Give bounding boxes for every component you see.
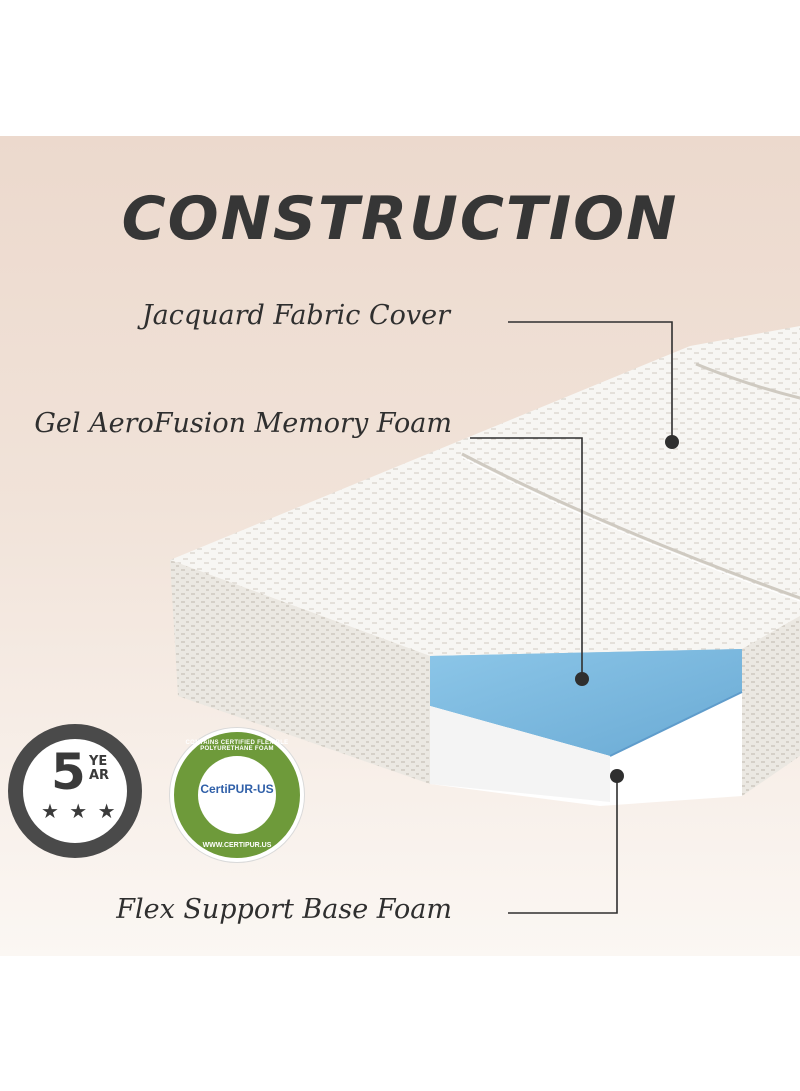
mattress-seam <box>461 452 800 600</box>
mattress-illustration <box>170 321 800 914</box>
warranty-badge: 5 YE AR ★ ★ ★ <box>8 724 142 858</box>
mattress-seam <box>695 362 800 400</box>
mattress-right-side <box>742 616 800 796</box>
certipur-inner-circle: CertiPUR-US <box>198 756 276 834</box>
label-gel-memory-foam: Gel AeroFusion Memory Foam <box>34 408 452 439</box>
certipur-logo-text: CertiPUR-US <box>200 782 274 796</box>
label-base-foam: Flex Support Base Foam <box>116 894 452 925</box>
warranty-unit: YE AR <box>89 754 110 783</box>
page-title: CONSTRUCTION <box>121 184 679 254</box>
callout-dot-base <box>610 769 624 783</box>
certipur-top-text: CONTAINS CERTIFIED FLEXIBLE POLYURETHANE… <box>185 740 289 752</box>
stars-icon: ★ ★ ★ <box>41 799 118 823</box>
callout-line-gel <box>470 437 583 676</box>
certipur-badge: CONTAINS CERTIFIED FLEXIBLE POLYURETHANE… <box>170 728 304 862</box>
mattress-front-side <box>170 560 430 784</box>
callout-dot-cover <box>665 435 679 449</box>
construction-panel: CONSTRUCTION Jacquard Fabric Cover Gel A… <box>0 136 800 956</box>
warranty-number: 5 <box>51 743 86 801</box>
label-jacquard-cover: Jacquard Fabric Cover <box>141 300 450 331</box>
certipur-url-text: WWW.CERTIPUR.US <box>202 842 272 849</box>
mattress-top-surface <box>170 326 800 656</box>
callout-line-cover <box>508 321 673 442</box>
callout-line-base <box>508 778 618 914</box>
callout-dot-gel <box>575 672 589 686</box>
